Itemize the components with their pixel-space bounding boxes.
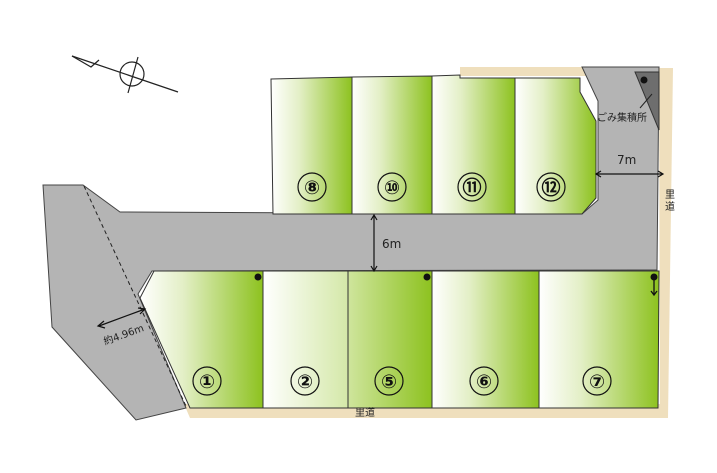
lot-6[interactable]: ⑥ (431, 270, 540, 409)
lot-number: ① (199, 371, 215, 393)
lot-number: ⑥ (476, 371, 492, 393)
dimension-6m (370, 213, 378, 273)
compass-north-arrow-icon (71, 55, 179, 94)
lot-number-circles (192, 172, 612, 396)
dimension-7m (594, 170, 665, 178)
dimension-left-road (96, 307, 147, 329)
dimension-label-6m: 6m (382, 237, 401, 251)
lot-number: ⑦ (589, 371, 605, 393)
lot-8[interactable]: ⑧ (270, 76, 353, 215)
marker-dot-icon (254, 273, 658, 281)
marker-dot-icon (640, 76, 648, 84)
private-road-label-bottom: 里道 (355, 406, 375, 419)
lot-number: ⑪ (462, 176, 481, 199)
private-road-label-right-2: 道 (665, 200, 675, 213)
boundary-dashed-line (83, 185, 187, 407)
private-road-label-right-1: 里 (665, 189, 675, 201)
down-arrow-icon (650, 280, 658, 297)
lot-number: ⑫ (541, 176, 560, 199)
lot-number: ⑩ (384, 177, 400, 199)
garbage-station-label: ごみ集積所 (597, 111, 647, 124)
lot-1[interactable]: ① (139, 270, 264, 409)
dimension-label-7m: 7m (617, 153, 636, 167)
lot-12[interactable]: ⑫ (514, 77, 597, 215)
lot-number: ⑧ (304, 177, 320, 199)
garbage-station-area (634, 71, 660, 131)
lot-10[interactable]: ⑩ (351, 75, 433, 215)
lot-2[interactable]: ② (262, 270, 349, 409)
lot-5[interactable]: ⑤ (347, 270, 433, 409)
lot-number: ⑤ (381, 371, 397, 393)
lot-7[interactable]: ⑦ (538, 270, 660, 409)
lot-11[interactable]: ⑪ (431, 74, 516, 215)
lot-number: ② (297, 371, 313, 393)
